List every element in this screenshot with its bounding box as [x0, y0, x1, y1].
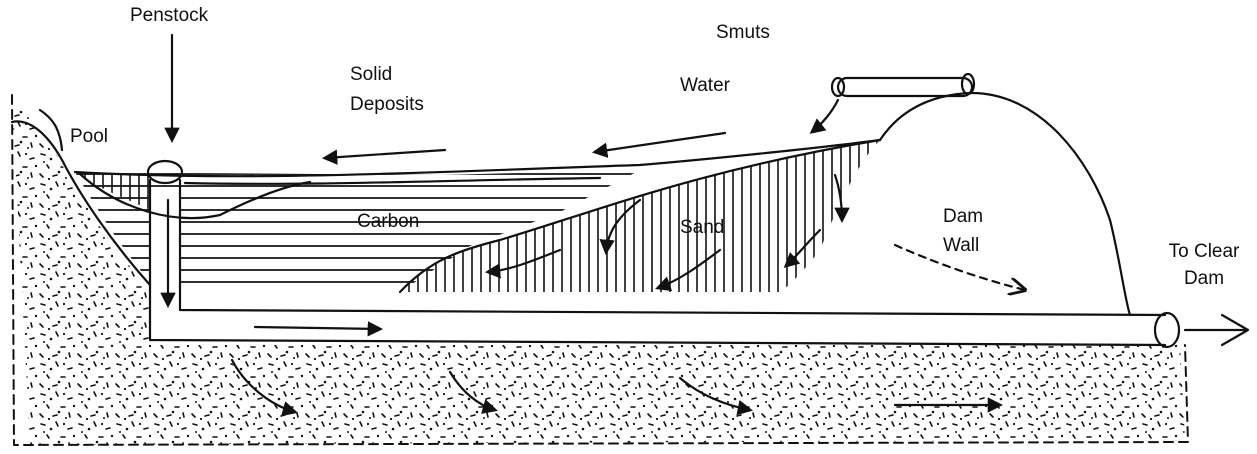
solid-deposits-arrow — [325, 150, 445, 158]
to-clear-dam-label-line1: To Clear — [1163, 241, 1245, 263]
penstock-label: Penstock — [130, 5, 208, 27]
to-clear-dam-arrow — [1185, 315, 1248, 345]
water-arrow — [595, 133, 725, 152]
to-clear-dam-label-line2: Dam — [1163, 268, 1245, 290]
dam-wall-label-line1: Dam — [943, 206, 983, 228]
smuts-pipe — [838, 78, 972, 96]
pool-label: Pool — [70, 126, 108, 148]
drain-arrow — [255, 327, 380, 329]
outlet-pipe-end — [1155, 313, 1179, 347]
smuts-label: Smuts — [716, 22, 770, 44]
sand-label: Sand — [680, 217, 724, 239]
water-label: Water — [680, 75, 730, 97]
carbon-label: Carbon — [357, 211, 419, 233]
dam-wall-label-line2: Wall — [943, 235, 979, 257]
solid-deposits-label-line2: Deposits — [350, 94, 424, 116]
smuts-arrow — [812, 100, 838, 132]
dam-wall-outline — [880, 93, 1130, 315]
solid-deposits-label-line1: Solid — [350, 64, 392, 86]
